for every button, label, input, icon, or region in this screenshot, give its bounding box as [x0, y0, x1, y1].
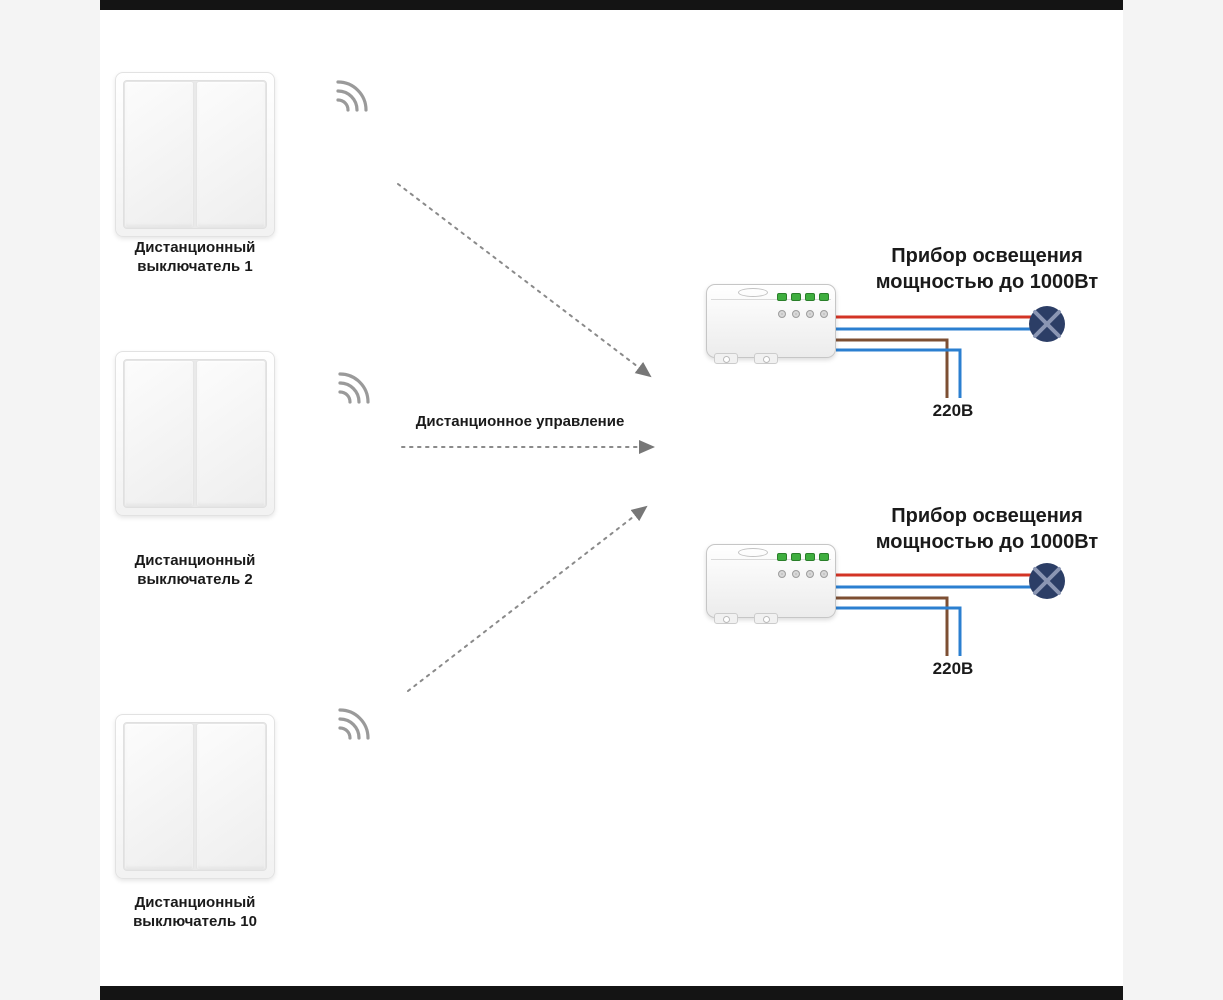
relay-module-2 — [706, 544, 836, 624]
screw-icon — [792, 310, 800, 318]
switch-plate — [123, 722, 267, 871]
relay-module-1 — [706, 284, 836, 364]
relay-button — [738, 288, 768, 297]
switch-label-2: Дистанционный выключатель 2 — [100, 551, 290, 589]
relay-terminal-leds — [777, 293, 829, 301]
switch-label-line1: Дистанционный — [134, 894, 256, 911]
relay-terminal-screws — [778, 310, 828, 318]
rocker-right — [196, 723, 266, 870]
screw-icon — [778, 570, 786, 578]
rocker-left — [124, 360, 194, 507]
voltage-label-1: 220В — [932, 401, 974, 420]
green-led-icon — [777, 293, 787, 301]
switch-label-line2: выключатель 1 — [137, 258, 253, 275]
screw-icon — [806, 310, 814, 318]
remote-control-caption: Дистанционное управление — [415, 413, 625, 430]
switch-label-line1: Дистанционный — [134, 552, 256, 569]
green-led-icon — [791, 293, 801, 301]
relay-body — [706, 284, 836, 358]
remote-switch-2 — [115, 351, 275, 516]
fixture-title-2: Прибор освещения мощностью до 1000Вт — [852, 503, 1122, 555]
rocker-left — [124, 723, 194, 870]
remote-switch-10 — [115, 714, 275, 879]
switch-label-10: Дистанционный выключатель 10 — [100, 893, 290, 931]
switch-plate — [123, 80, 267, 229]
switch-label-line2: выключатель 10 — [133, 913, 257, 930]
switch-label-line2: выключатель 2 — [137, 571, 253, 588]
rocker-left — [124, 81, 194, 228]
mounting-tab — [714, 613, 738, 624]
switch-label-1: Дистанционный выключатель 1 — [100, 238, 290, 276]
screw-icon — [806, 570, 814, 578]
rocker-right — [196, 360, 266, 507]
relay-button — [738, 548, 768, 557]
green-led-icon — [791, 553, 801, 561]
relay-terminal-screws — [778, 570, 828, 578]
top-black-bar — [100, 0, 1123, 10]
mounting-tab — [714, 353, 738, 364]
fixture-title-line2: мощностью до 1000Вт — [875, 531, 1099, 553]
fixture-title-line1: Прибор освещения — [891, 505, 1083, 527]
screw-icon — [820, 570, 828, 578]
green-led-icon — [805, 293, 815, 301]
switch-label-line1: Дистанционный — [134, 239, 256, 256]
rocker-right — [196, 81, 266, 228]
fixture-title-line1: Прибор освещения — [891, 245, 1083, 267]
green-led-icon — [805, 553, 815, 561]
screw-icon — [778, 310, 786, 318]
screw-icon — [820, 310, 828, 318]
green-led-icon — [819, 293, 829, 301]
screw-icon — [792, 570, 800, 578]
bottom-black-bar — [100, 986, 1123, 1000]
relay-lid-seam — [711, 559, 831, 560]
green-led-icon — [819, 553, 829, 561]
relay-terminal-leds — [777, 553, 829, 561]
switch-plate — [123, 359, 267, 508]
fixture-title-line2: мощностью до 1000Вт — [875, 271, 1099, 293]
voltage-label-2: 220В — [932, 659, 974, 678]
mounting-tab — [754, 613, 778, 624]
relay-lid-seam — [711, 299, 831, 300]
green-led-icon — [777, 553, 787, 561]
fixture-title-1: Прибор освещения мощностью до 1000Вт — [852, 243, 1122, 295]
mounting-tab — [754, 353, 778, 364]
remote-switch-1 — [115, 72, 275, 237]
